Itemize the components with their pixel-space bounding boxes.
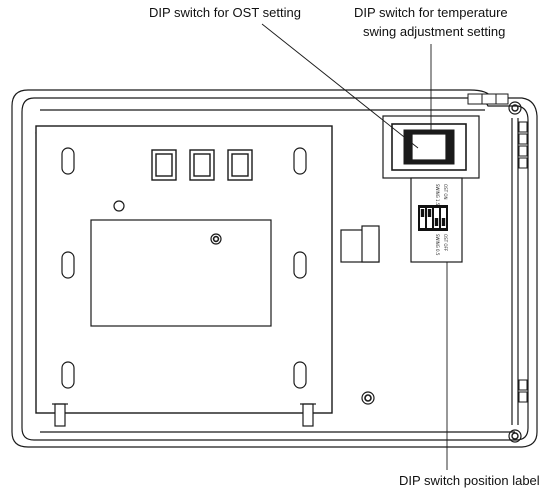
screw-top-right bbox=[508, 101, 522, 115]
swing-dip-switch-window bbox=[382, 115, 480, 179]
label-card-bottom-line1: OST OFF bbox=[443, 234, 448, 252]
dip-switch-toggle bbox=[441, 218, 446, 226]
callout-temp-swing-line1: DIP switch for temperature bbox=[354, 5, 508, 20]
plate-hole bbox=[113, 200, 125, 212]
callout-temp-swing-line2: swing adjustment setting bbox=[363, 24, 505, 39]
dip-switch-slot bbox=[427, 208, 432, 228]
plate-recess bbox=[90, 219, 272, 327]
callout-ost-dip-switch: DIP switch for OST setting bbox=[149, 5, 301, 20]
leader-line-ost bbox=[261, 23, 419, 149]
housing-screw-lower bbox=[361, 391, 375, 405]
dip-switch-slot bbox=[420, 208, 425, 228]
dip-switch-toggle bbox=[420, 209, 425, 217]
connector-block bbox=[340, 225, 380, 263]
dip-switch-block bbox=[418, 205, 448, 231]
mounting-plate bbox=[35, 125, 333, 427]
right-edge-ribs bbox=[511, 118, 519, 425]
screw-bottom-right bbox=[508, 429, 522, 443]
plate-slots bbox=[61, 147, 307, 389]
plate-recess-screw bbox=[210, 233, 222, 245]
dip-label-card: OST ON SWING 1.5 OST OFF SWING 0.5 bbox=[410, 177, 463, 263]
dip-switch-toggle bbox=[427, 209, 432, 217]
label-card-top-line1: OST ON bbox=[443, 184, 448, 200]
right-edge-tabs bbox=[518, 121, 528, 403]
label-card-top-line2: SWING 1.5 bbox=[435, 184, 440, 206]
plate-square-openings bbox=[151, 149, 253, 181]
dip-switch-toggle bbox=[434, 218, 439, 226]
leader-lines bbox=[261, 23, 448, 470]
label-card-bottom-line2: SWING 0.5 bbox=[435, 234, 440, 256]
callout-dip-position-label: DIP switch position label bbox=[399, 473, 540, 488]
plate-feet bbox=[52, 403, 316, 427]
top-tabs bbox=[467, 93, 509, 105]
